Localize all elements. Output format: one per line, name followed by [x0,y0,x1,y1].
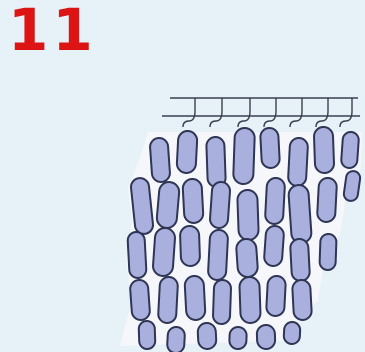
cell-13 [237,190,259,241]
cell-6 [288,138,308,187]
cell-26 [130,279,151,320]
cell-24 [290,239,310,282]
cell-37 [257,325,276,350]
cell-30 [239,277,261,324]
cell-16 [317,178,337,223]
cell-7 [314,127,335,174]
cell-25 [319,234,336,271]
cell-15 [288,184,312,243]
cell-29 [213,280,232,325]
cell-11 [182,179,203,224]
cell-21 [208,230,229,281]
cell-20 [180,226,200,267]
cell-38 [283,322,300,345]
hook-1 [183,98,195,127]
cell-23 [264,225,285,266]
cell-31 [266,276,286,317]
cell-8 [341,131,359,168]
hook-3 [238,98,250,127]
cell-14 [265,178,285,225]
cell-1 [149,137,170,182]
cell-34 [167,327,185,352]
cell-22 [236,238,259,277]
hook-5 [290,98,302,127]
hook-group [183,98,352,127]
cell-12 [209,181,230,228]
cell-28 [184,276,205,321]
cell-19 [152,227,175,276]
hook-4 [264,98,276,127]
cell-33 [139,321,156,350]
cell-2 [176,131,197,174]
cell-3 [206,137,226,188]
cell-5 [260,128,280,169]
hook-7 [340,98,352,127]
cell-4 [233,128,255,185]
cell-18 [127,232,146,279]
cell-36 [229,327,247,350]
cell-32 [292,280,312,321]
cell-10 [156,181,180,229]
cell-35 [197,323,216,350]
cell-group [127,127,361,352]
hook-6 [316,98,328,127]
cell-27 [158,277,178,324]
hook-2 [210,98,222,127]
